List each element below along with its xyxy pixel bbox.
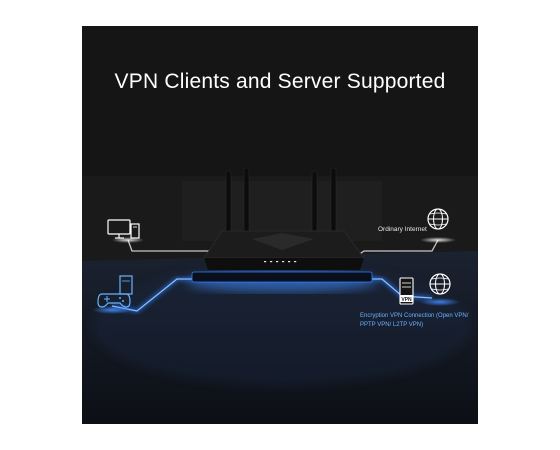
vpn-connection-label: Encryption VPN Connection (Open VPN/ PPT… [360,313,469,328]
product-image-panel: VPN VPN Clients and Server Supported Ord… [82,26,478,424]
desktop-computer-icon [107,219,144,243]
globe-icon [420,208,456,243]
ordinary-internet-label: Ordinary Internet [378,226,427,233]
vpn-server-icon: VPN [399,277,414,305]
wifi-router [203,167,365,270]
globe-icon [420,273,460,306]
game-console-icon [92,275,133,314]
vpn-badge-text: VPN [401,297,412,303]
network-scene: VPN [82,26,478,424]
headline-title: VPN Clients and Server Supported [114,70,446,93]
